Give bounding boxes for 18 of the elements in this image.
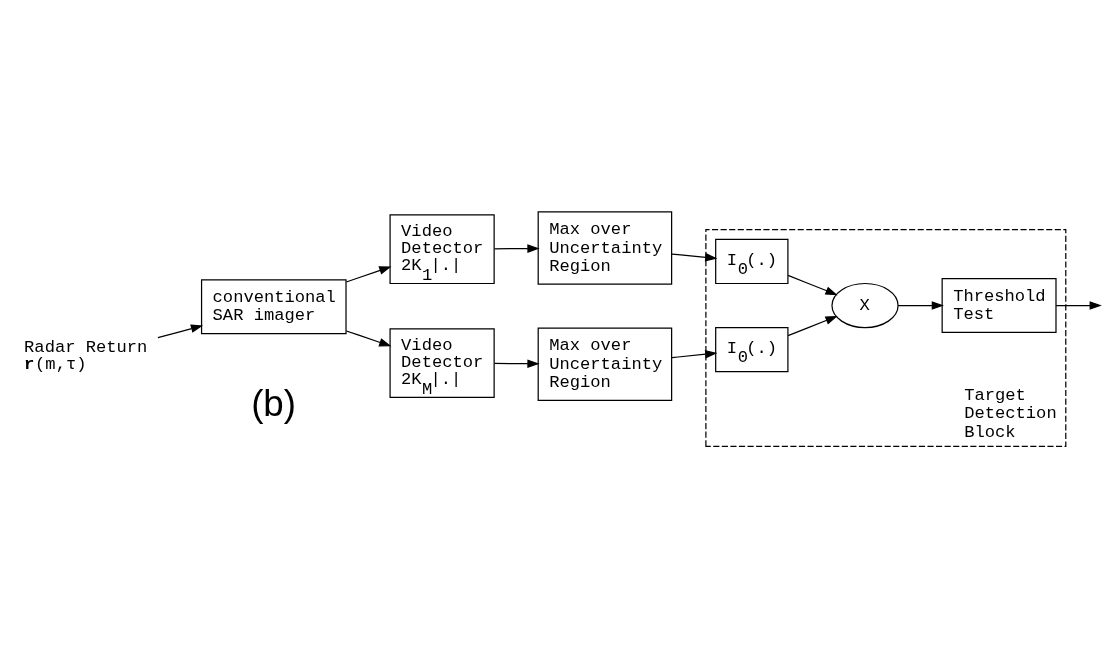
arrow	[493, 358, 540, 368]
node-box: conventional SAR imager	[200, 278, 347, 334]
node-box: Max over Uncertainty Region	[537, 210, 673, 285]
arrow	[345, 265, 392, 283]
arrow	[671, 349, 718, 358]
node-ellipse: X	[831, 282, 899, 328]
arrow	[671, 252, 718, 261]
arrow	[787, 274, 838, 295]
arrow	[787, 315, 838, 336]
arrow	[345, 329, 392, 346]
arrow	[493, 243, 540, 253]
node-box: Threshold Test	[941, 277, 1057, 333]
arrow	[157, 324, 204, 338]
node-box: Max over Uncertainty Region	[537, 327, 673, 401]
label: (b)	[251, 382, 297, 424]
arrow	[897, 300, 944, 310]
arrow	[1055, 300, 1102, 310]
node-text: Radar Return r(m,τ)	[24, 337, 148, 374]
